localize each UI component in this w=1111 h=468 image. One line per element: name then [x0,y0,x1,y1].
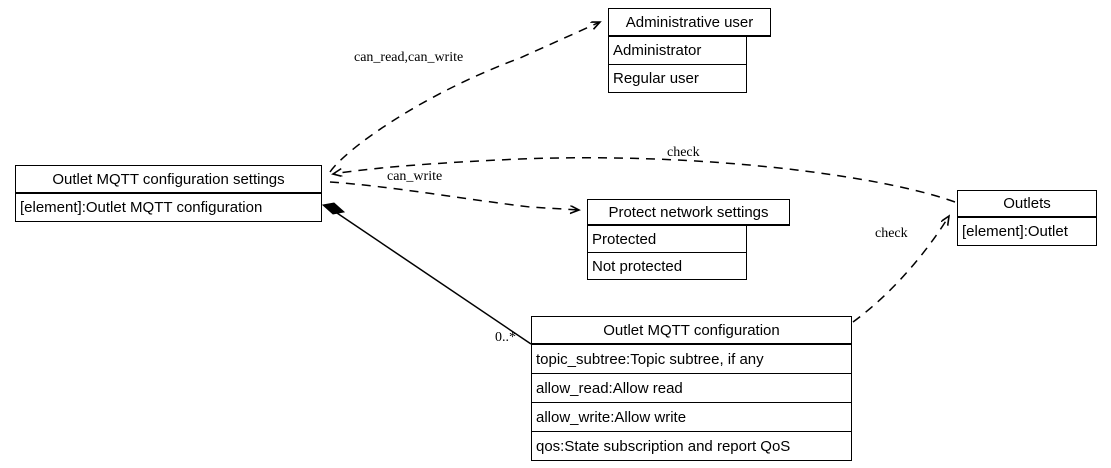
node-title: Outlet MQTT configuration settings [15,165,322,194]
node-attribute: Administrator [608,37,747,65]
node-outlet-mqtt-configuration[interactable]: Outlet MQTT configuration topic_subtree:… [531,316,852,461]
node-attribute: topic_subtree:Topic subtree, if any [531,345,852,374]
edge-label-check-settings: check [667,145,700,160]
node-attribute: allow_read:Allow read [531,374,852,403]
edge-multiplicity-composition: 0..* [495,330,516,345]
edge-composition-line [333,210,532,345]
node-title: Administrative user [608,8,771,37]
node-administrative-user[interactable]: Administrative user Administrator Regula… [608,8,771,93]
node-attribute: allow_write:Allow write [531,403,852,432]
node-attribute: qos:State subscription and report QoS [531,432,852,461]
node-attribute: [element]:Outlet MQTT configuration [15,194,322,222]
node-outlet-mqtt-configuration-settings[interactable]: Outlet MQTT configuration settings [elem… [15,165,322,222]
edge-label-can-read-can-write: can_read,can_write [354,50,464,65]
node-title: Outlet MQTT configuration [531,316,852,345]
node-title: Protect network settings [587,199,790,226]
node-outlets[interactable]: Outlets [element]:Outlet [957,190,1097,246]
composition-diamond-icon [321,202,346,215]
node-attribute: Regular user [608,65,747,93]
edge-label-check-config: check [875,226,908,241]
edge-can-write-line [329,181,579,210]
edge-label-can-write: can_write [387,169,443,184]
node-attribute: [element]:Outlet [957,218,1097,246]
node-protect-network-settings[interactable]: Protect network settings Protected Not p… [587,199,790,280]
node-attribute: Not protected [587,253,747,280]
edge-can-read-can-write-line [329,22,600,173]
node-title: Outlets [957,190,1097,218]
node-attribute: Protected [587,226,747,253]
